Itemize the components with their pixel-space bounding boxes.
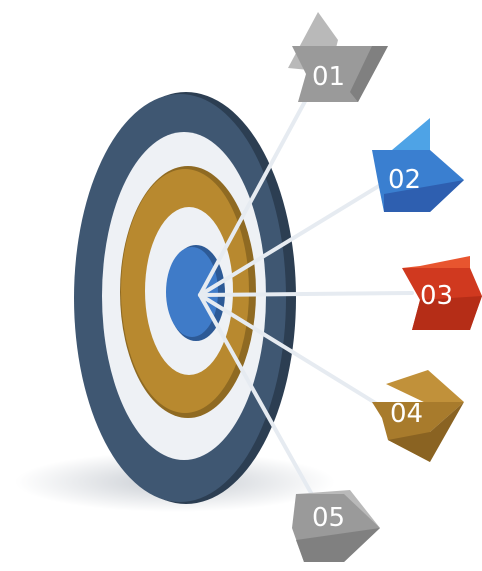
arrow-03-label: 03 <box>420 281 453 311</box>
target-board <box>74 92 296 504</box>
arrow-shaft-01 <box>198 68 324 297</box>
arrow-shaft-05 <box>198 293 326 518</box>
arrow-04-label: 04 <box>390 399 423 429</box>
arrow-02-fletch-light <box>370 118 430 150</box>
arrow-03-fletch-light <box>402 256 470 268</box>
arrow-shaft-04 <box>198 293 392 414</box>
arrow-shaft-03 <box>198 291 414 297</box>
arrow-04: 04 <box>372 370 464 462</box>
arrow-02: 02 <box>370 118 464 212</box>
arrow-05-label: 05 <box>312 503 345 533</box>
arrow-05-fletch-dark <box>296 528 380 562</box>
arrow-05: 05 <box>292 490 380 562</box>
arrow-02-fletch-dark <box>384 180 464 212</box>
arrow-shafts <box>198 68 414 518</box>
arrow-shaft-02 <box>198 176 394 297</box>
arrow-01: 01 <box>288 12 388 102</box>
arrow-03: 03 <box>402 256 482 330</box>
arrow-04-fletch-dark <box>388 402 464 462</box>
arrow-01-fletch-dark <box>350 46 388 102</box>
arrow-03-fletch-dark <box>412 296 482 330</box>
arrow-02-label: 02 <box>388 165 421 195</box>
arrow-01-label: 01 <box>312 62 345 92</box>
arrow-04-fletch-light <box>386 370 464 404</box>
bullseye <box>166 247 218 337</box>
arrow-04-fletch <box>372 402 464 462</box>
